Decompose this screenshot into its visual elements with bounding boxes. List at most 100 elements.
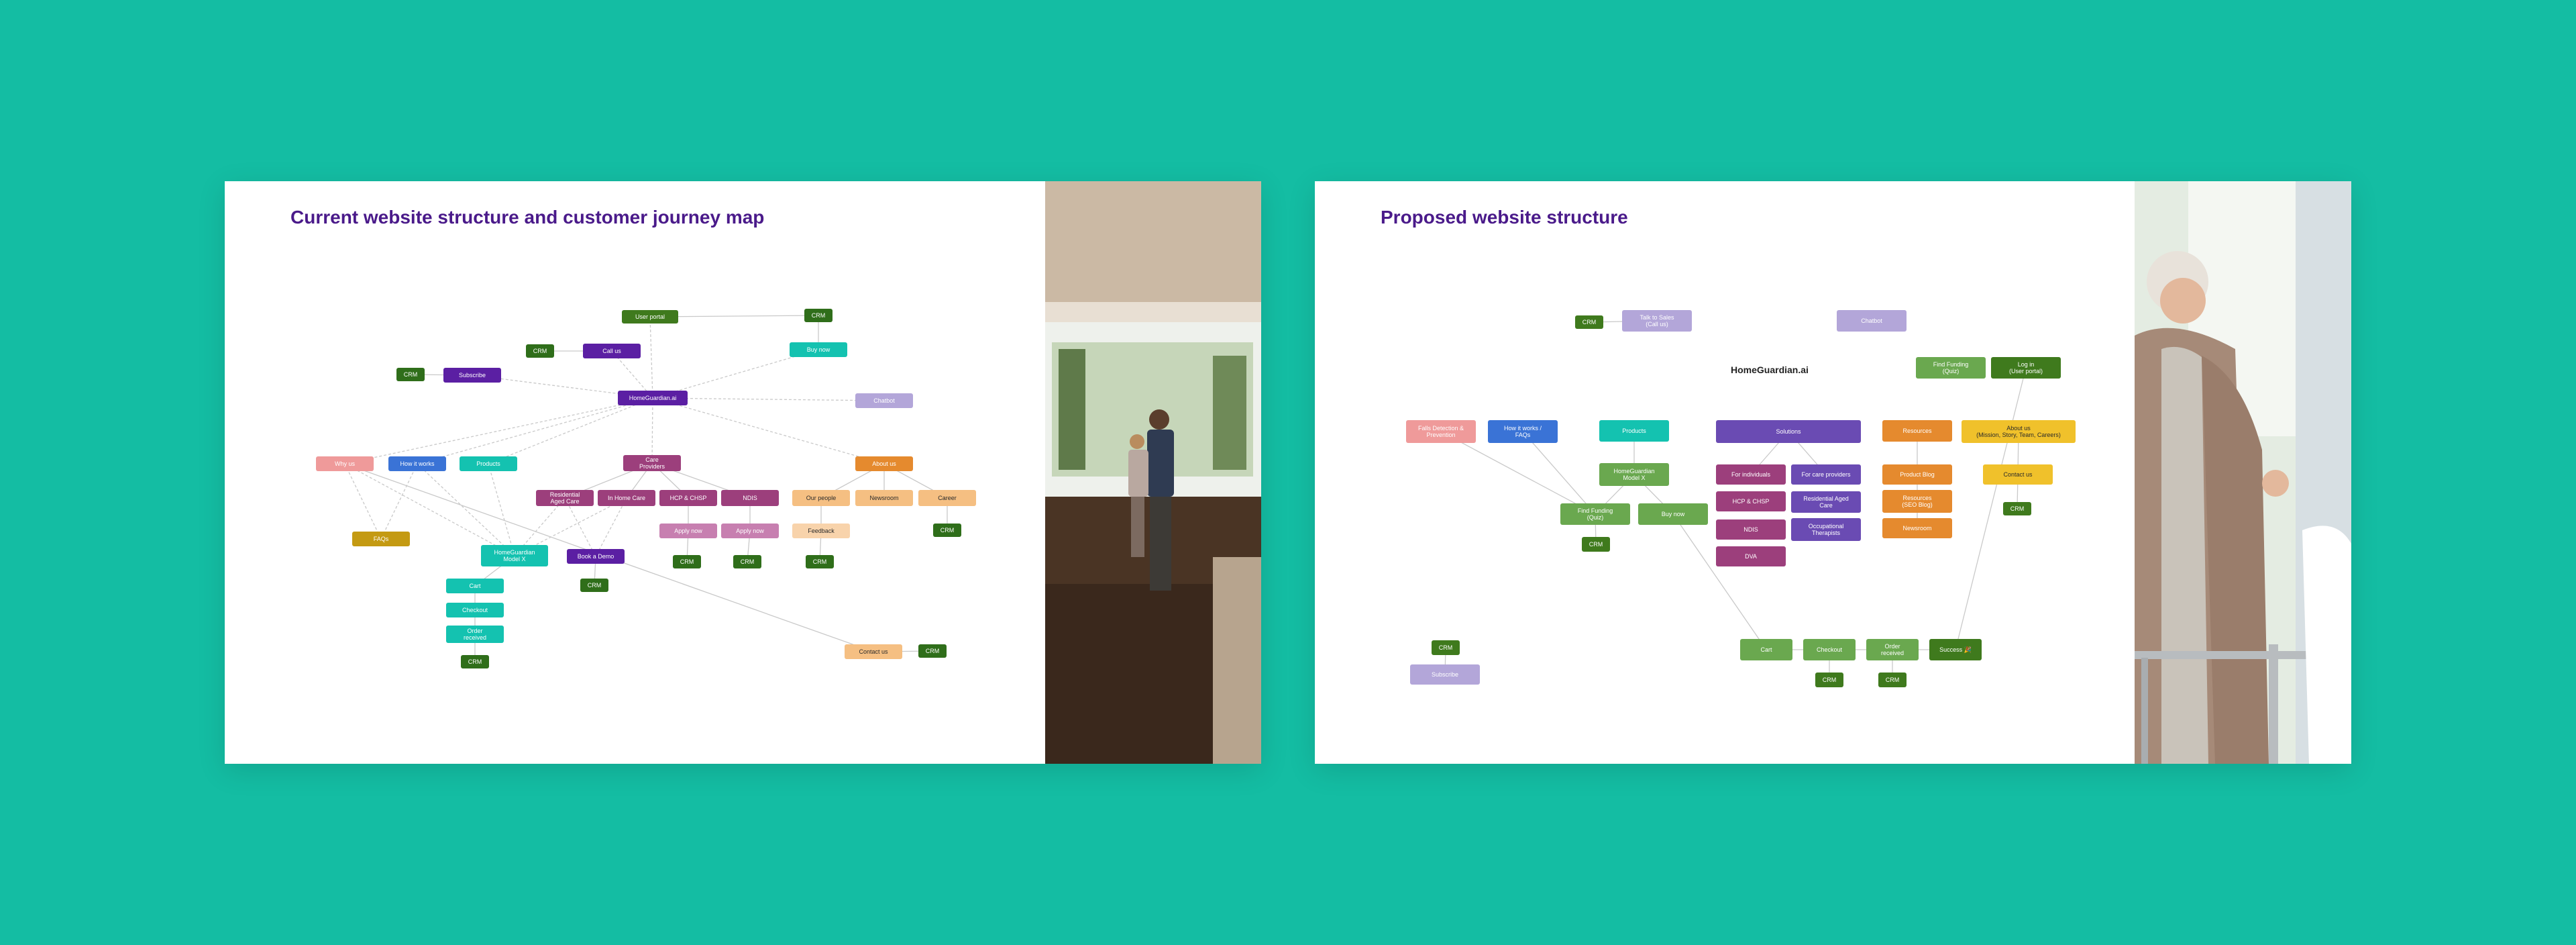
- node-resources: Resources: [1882, 420, 1952, 442]
- edge-in-home-care-to-book-demo: [595, 497, 627, 557]
- node-apply-now-2: Apply now: [721, 524, 779, 538]
- edge-how-it-works-to-find-funding: [1522, 431, 1596, 515]
- node-log-in: Log in (User portal): [1991, 357, 2061, 379]
- node-hg-model: HomeGuardian Model X: [1599, 463, 1669, 486]
- node-dva: DVA: [1716, 546, 1786, 566]
- edge-residential-aged-care-to-book-demo: [564, 497, 596, 557]
- node-crm-feedback: CRM: [806, 555, 834, 568]
- couple-window-photo: [1045, 181, 1261, 764]
- node-contact-us: Contact us: [845, 644, 902, 659]
- edge-products-to-homeguardian-model: [488, 463, 515, 556]
- node-find-funding: Find Funding (Quiz): [1560, 503, 1630, 525]
- node-homeguardian: HomeGuardian.ai: [618, 391, 688, 405]
- node-crm-contact: CRM: [2003, 502, 2031, 515]
- node-subscribe: Subscribe: [443, 368, 501, 383]
- node-crm-callus: CRM: [526, 344, 554, 358]
- edge-homeguardian-to-products: [488, 397, 653, 464]
- node-chatbot: Chatbot: [1837, 310, 1907, 332]
- edge-homeguardian-to-how-it-works: [417, 397, 653, 464]
- node-falls-detection: Falls Detection & Prevention: [1406, 420, 1476, 443]
- node-buy-now: Buy now: [790, 342, 847, 357]
- node-success: Success 🎉: [1929, 639, 1982, 660]
- node-find-funding-top: Find Funding (Quiz): [1916, 357, 1986, 379]
- node-care-providers: Care Providers: [623, 455, 681, 471]
- node-hcp-chsp: HCP & CHSP: [1716, 491, 1786, 511]
- node-solutions: Solutions: [1716, 420, 1861, 443]
- node-crm-contact: CRM: [918, 644, 947, 658]
- node-how-it-works: How it works / FAQs: [1488, 420, 1558, 443]
- slide-title: Proposed website structure: [1381, 207, 1628, 228]
- edge-homeguardian-to-call-us: [611, 350, 653, 399]
- edge-buy-now-to-cart: [1672, 513, 1767, 650]
- node-crm-top: CRM: [804, 309, 833, 322]
- edge-how-it-works-to-faqs: [380, 463, 418, 540]
- node-products: Products: [460, 456, 517, 471]
- node-crm-order: CRM: [461, 655, 489, 668]
- current-structure-slide: Current website structure and customer j…: [225, 181, 1261, 764]
- node-products: Products: [1599, 420, 1669, 442]
- node-order-received: Order received: [1866, 639, 1919, 660]
- node-for-individuals: For individuals: [1716, 464, 1786, 485]
- node-user-portal: User portal: [622, 310, 678, 324]
- node-crm-talk: CRM: [1575, 315, 1603, 329]
- node-resources-seo: Resources (SEO Blog): [1882, 490, 1952, 513]
- edge-log-in-to-success: [1955, 367, 2027, 650]
- node-about-us: About us: [855, 456, 913, 471]
- slide-title: Current website structure and customer j…: [290, 207, 765, 228]
- node-checkout: Checkout: [1803, 639, 1856, 660]
- edge-how-it-works-to-homeguardian-model: [417, 463, 515, 556]
- node-ndis: NDIS: [721, 490, 779, 506]
- node-cart: Cart: [446, 579, 504, 593]
- node-crm-funding: CRM: [1582, 537, 1610, 552]
- edge-homeguardian-to-care-providers: [651, 397, 653, 464]
- node-call-us: Call us: [583, 344, 641, 358]
- node-apply-now-1: Apply now: [659, 524, 717, 538]
- node-occupational-therapists: Occupational Therapists: [1791, 518, 1861, 541]
- node-checkout: Checkout: [446, 603, 504, 617]
- node-book-demo: Book a Demo: [567, 549, 625, 564]
- node-crm-apply-1: CRM: [673, 555, 701, 568]
- node-crm-order: CRM: [1878, 673, 1907, 687]
- node-feedback: Feedback: [792, 524, 850, 538]
- node-newsroom: Newsroom: [855, 490, 913, 506]
- node-for-care-providers: For care providers: [1791, 464, 1861, 485]
- node-crm-apply-2: CRM: [733, 555, 761, 568]
- edge-homeguardian-to-buy-now: [652, 349, 819, 399]
- node-how-it-works: How it works: [388, 456, 446, 471]
- node-why-us: Why us: [316, 456, 374, 471]
- node-about-us: About us (Mission, Story, Team, Careers): [1962, 420, 2076, 443]
- node-residential-aged-care: Residential Aged Care: [1791, 491, 1861, 513]
- node-subscribe: Subscribe: [1410, 664, 1480, 685]
- elderly-woman-walker-photo: [2135, 181, 2351, 764]
- node-residential-aged-care: Residential Aged Care: [536, 490, 594, 506]
- node-crm-subscribe: CRM: [1432, 640, 1460, 655]
- node-newsroom: Newsroom: [1882, 518, 1952, 538]
- node-cart: Cart: [1740, 639, 1792, 660]
- node-contact-us: Contact us: [1983, 464, 2053, 485]
- homeguardian-label: HomeGuardian.ai: [1731, 364, 1809, 375]
- edge-homeguardian-to-chatbot: [652, 397, 885, 401]
- node-hcp-chsp: HCP & CHSP: [659, 490, 717, 506]
- node-crm-subscribe: CRM: [396, 368, 425, 381]
- edge-homeguardian-to-why-us: [344, 397, 653, 464]
- node-crm-checkout: CRM: [1815, 673, 1843, 687]
- edge-falls-detection-to-find-funding: [1440, 431, 1596, 515]
- node-buy-now: Buy now: [1638, 503, 1708, 525]
- node-ndis: NDIS: [1716, 519, 1786, 540]
- proposed-structure-slide: Proposed website structure HomeGuardian.…: [1315, 181, 2351, 764]
- node-product-blog: Product Blog: [1882, 464, 1952, 485]
- edge-homeguardian-to-user-portal: [649, 316, 653, 399]
- node-crm-demo: CRM: [580, 579, 608, 592]
- node-crm-career: CRM: [933, 524, 961, 537]
- edge-residential-aged-care-to-homeguardian-model: [514, 497, 566, 556]
- node-our-people: Our people: [792, 490, 850, 506]
- node-order-received: Order received: [446, 626, 504, 643]
- node-chatbot: Chatbot: [855, 393, 913, 408]
- node-career: Career: [918, 490, 976, 506]
- edge-homeguardian-to-about-us: [652, 397, 885, 464]
- node-faqs: FAQs: [352, 532, 410, 546]
- node-homeguardian-model: HomeGuardian Model X: [481, 545, 548, 566]
- node-in-home-care: In Home Care: [598, 490, 655, 506]
